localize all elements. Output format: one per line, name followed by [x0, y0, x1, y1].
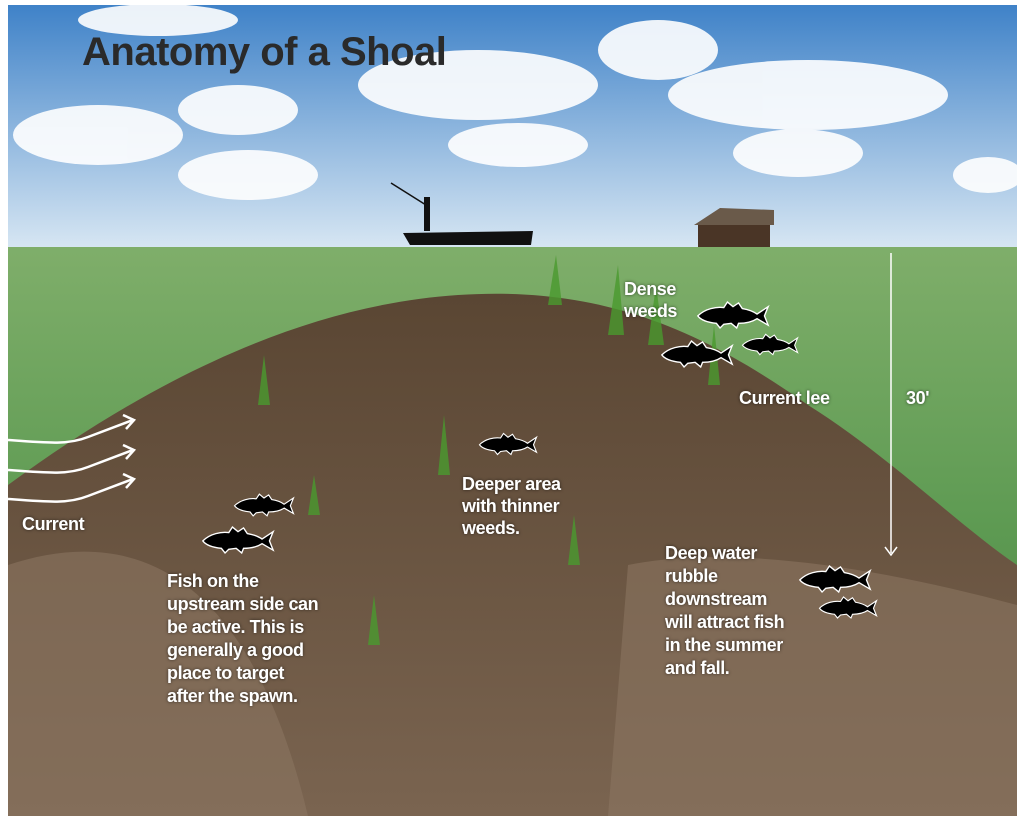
label-line: rubble [665, 566, 718, 586]
depth-arrow [884, 546, 898, 557]
label-depth: 30' [906, 388, 930, 408]
label-line: will attract fish [665, 612, 785, 632]
clouds [13, 5, 1017, 200]
boat [390, 182, 533, 245]
label-current: Current [22, 514, 85, 534]
shoal-illustration [8, 5, 1017, 816]
label-line: and fall. [665, 658, 730, 678]
rubble [8, 551, 1017, 816]
label-deeper-area: Deeper area with thinner weeds. [462, 473, 561, 539]
label-line: be active. This is [167, 617, 304, 637]
label-line: generally a good [167, 640, 304, 660]
cabin [694, 208, 774, 247]
label-line: upstream side can [167, 594, 319, 614]
label-line: Fish on the [167, 571, 259, 591]
label-line: Deeper area [462, 474, 561, 494]
label-current-lee: Current lee [739, 388, 830, 408]
label-line: weeds [624, 301, 678, 321]
label-line: Deep water [665, 543, 758, 563]
label-line: weeds. [462, 518, 520, 538]
label-line: after the spawn. [167, 686, 298, 706]
label-dense-weeds: Dense weeds [624, 278, 677, 322]
label-line: with thinner [462, 496, 560, 516]
label-line: in the summer [665, 635, 783, 655]
label-line: place to target [167, 663, 285, 683]
page-title: Anatomy of a Shoal [82, 30, 447, 74]
label-deep-water: Deep water rubble downstream will attrac… [665, 542, 785, 680]
label-line: Dense [624, 279, 677, 299]
current-arrows [8, 413, 137, 503]
label-upstream: Fish on the upstream side can be active.… [167, 570, 319, 708]
label-line: downstream [665, 589, 768, 609]
